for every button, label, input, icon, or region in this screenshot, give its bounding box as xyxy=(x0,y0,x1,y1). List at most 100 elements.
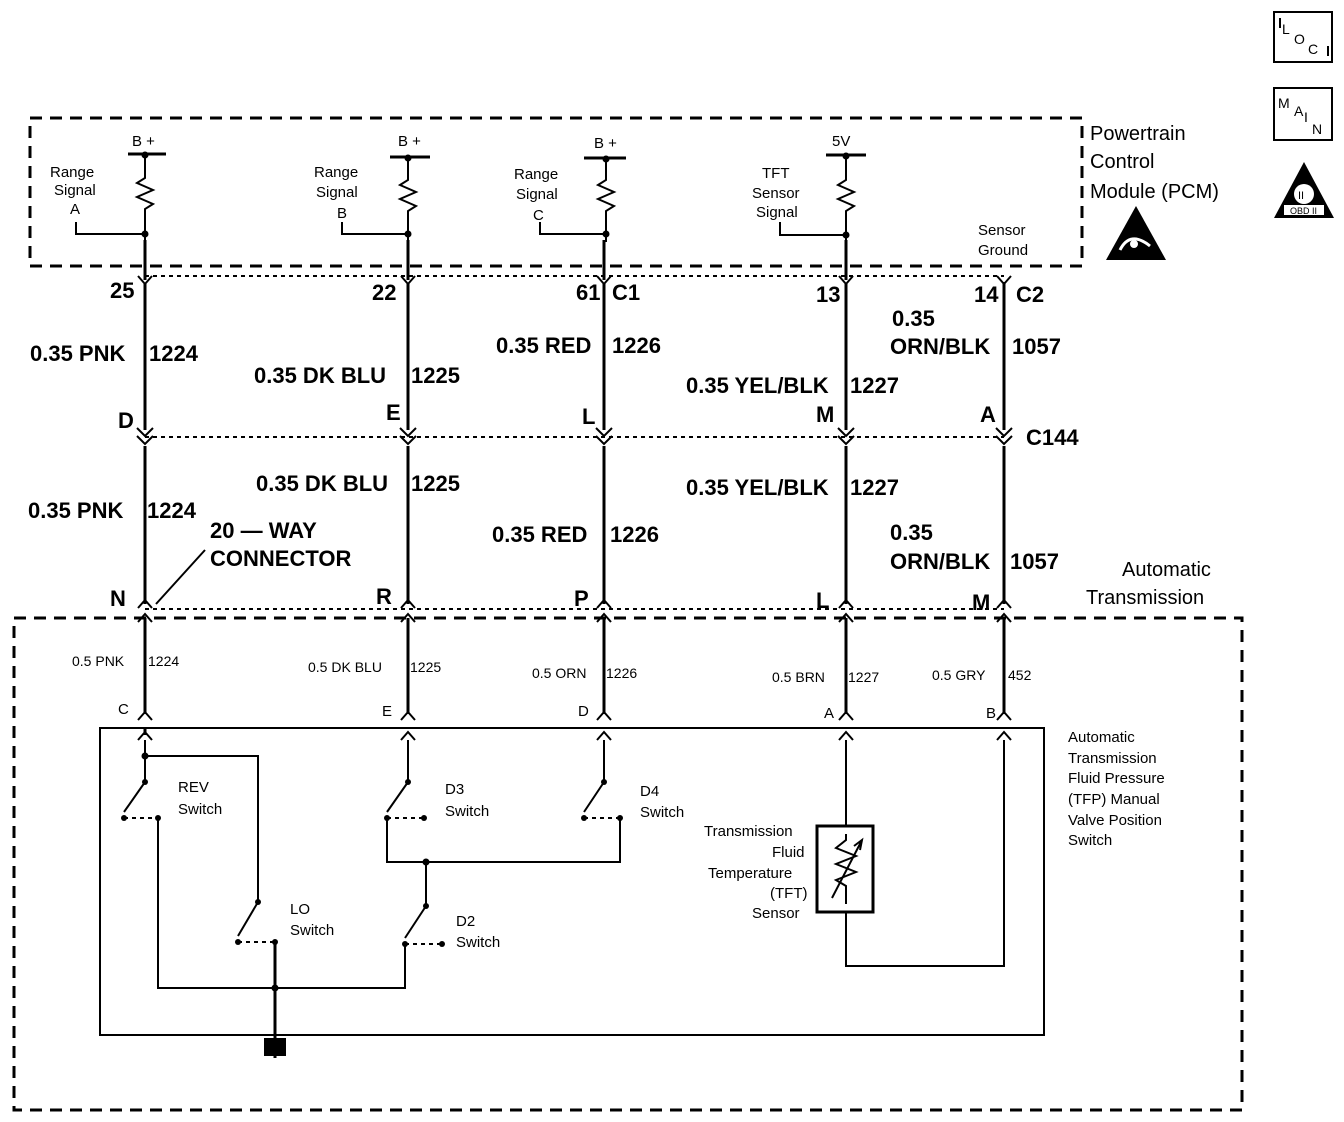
svg-text:1227: 1227 xyxy=(850,373,899,398)
svg-text:Signal: Signal xyxy=(756,204,798,221)
svg-text:61: 61 xyxy=(576,280,600,305)
svg-text:0.5 BRN: 0.5 BRN xyxy=(772,669,825,685)
svg-text:Valve Position: Valve Position xyxy=(1068,812,1162,829)
svg-text:ORN/BLK: ORN/BLK xyxy=(890,334,990,359)
svg-text:Automatic: Automatic xyxy=(1068,729,1135,746)
svg-text:Fluid Pressure: Fluid Pressure xyxy=(1068,770,1165,787)
svg-text:0.35 YEL/BLK: 0.35 YEL/BLK xyxy=(686,475,829,500)
twenty-way-connector-label: 20 — WAY CONNECTOR xyxy=(155,518,351,605)
svg-text:Transmission: Transmission xyxy=(1068,750,1157,767)
svg-text:I: I xyxy=(1304,109,1308,125)
svg-text:Switch: Switch xyxy=(1068,832,1112,849)
svg-text:1226: 1226 xyxy=(610,522,659,547)
svg-text:1225: 1225 xyxy=(410,659,441,675)
svg-text:Switch: Switch xyxy=(456,934,500,951)
svg-text:B: B xyxy=(337,205,347,222)
svg-text:0.35: 0.35 xyxy=(892,306,935,331)
svg-text:A: A xyxy=(980,402,996,427)
svg-text:LO: LO xyxy=(290,901,310,918)
range-signal-a-circuit: B + Range Signal A xyxy=(50,133,166,242)
svg-text:C1: C1 xyxy=(612,280,640,305)
svg-text:Sensor: Sensor xyxy=(752,185,800,202)
svg-text:Automatic: Automatic xyxy=(1122,559,1211,581)
svg-text:0.5 DK BLU: 0.5 DK BLU xyxy=(308,659,382,675)
c144-pin-labels: D E L M A C144 xyxy=(118,400,1079,450)
svg-text:1226: 1226 xyxy=(612,333,661,358)
svg-text:O: O xyxy=(1294,31,1305,47)
svg-text:II: II xyxy=(1298,190,1304,202)
svg-text:Sensor: Sensor xyxy=(752,905,800,922)
svg-text:13: 13 xyxy=(816,282,840,307)
svg-text:M: M xyxy=(816,402,834,427)
svg-text:N: N xyxy=(1312,121,1322,137)
svg-text:Transmission: Transmission xyxy=(1086,587,1204,609)
obd-ii-icon[interactable]: II OBD II xyxy=(1274,162,1334,218)
sensor-ground-label: Sensor Ground xyxy=(978,222,1028,259)
twenty-way-pin-labels: N R P L M xyxy=(110,584,990,615)
svg-text:A: A xyxy=(70,201,80,218)
svg-text:0.5 PNK: 0.5 PNK xyxy=(72,653,125,669)
svg-text:Switch: Switch xyxy=(640,804,684,821)
svg-text:0.35 RED: 0.35 RED xyxy=(496,333,591,358)
loc-icon[interactable]: LOC xyxy=(1273,11,1333,63)
svg-text:D3: D3 xyxy=(445,781,464,798)
svg-text:1057: 1057 xyxy=(1010,549,1059,574)
svg-text:C: C xyxy=(118,701,129,718)
svg-text:E: E xyxy=(386,400,401,425)
svg-text:0.5 ORN: 0.5 ORN xyxy=(532,665,586,681)
svg-text:0.35 DK BLU: 0.35 DK BLU xyxy=(256,471,388,496)
pcm-title: Powertrain Control Module (PCM) xyxy=(1090,123,1219,203)
tfp-terminals xyxy=(137,710,1012,741)
svg-text:1226: 1226 xyxy=(606,665,637,681)
svg-text:C: C xyxy=(533,207,544,224)
svg-text:(TFT): (TFT) xyxy=(770,885,807,902)
svg-text:ORN/BLK: ORN/BLK xyxy=(890,549,990,574)
pcm-boundary xyxy=(28,116,1084,268)
lower-wire-labels: 0.5 PNK 1224 0.5 DK BLU 1225 0.5 ORN 122… xyxy=(72,653,1032,685)
svg-text:0.35 PNK: 0.35 PNK xyxy=(28,498,123,523)
transmission-boundary xyxy=(12,616,1244,1112)
svg-text:Range: Range xyxy=(514,166,558,183)
upper-wire-labels: 0.35 PNK 1224 0.35 DK BLU 1225 0.35 RED … xyxy=(30,306,1061,398)
svg-text:A: A xyxy=(1294,103,1304,119)
svg-text:0.35 DK BLU: 0.35 DK BLU xyxy=(254,363,386,388)
svg-text:Range: Range xyxy=(314,164,358,181)
svg-text:Range: Range xyxy=(50,164,94,181)
tfp-switch-box xyxy=(99,727,1045,1036)
svg-text:C144: C144 xyxy=(1026,425,1079,450)
svg-text:1227: 1227 xyxy=(850,475,899,500)
d3-switch: D3 Switch xyxy=(384,740,489,821)
svg-text:C: C xyxy=(1308,41,1318,57)
svg-text:R: R xyxy=(376,584,392,609)
d2-switch: D2 Switch xyxy=(402,862,500,951)
svg-text:L: L xyxy=(816,588,829,613)
svg-text:Temperature: Temperature xyxy=(708,865,792,882)
svg-text:L: L xyxy=(1282,21,1290,37)
svg-text:20 — WAY: 20 — WAY xyxy=(210,518,317,543)
middle-wire-labels: 0.35 PNK 1224 0.35 DK BLU 1225 0.35 RED … xyxy=(28,471,1059,574)
svg-text:Switch: Switch xyxy=(445,803,489,820)
svg-text:1224: 1224 xyxy=(149,341,199,366)
svg-text:Transmission: Transmission xyxy=(704,823,793,840)
svg-text:REV: REV xyxy=(178,779,209,796)
svg-text:452: 452 xyxy=(1008,667,1032,683)
svg-text:Signal: Signal xyxy=(54,182,96,199)
svg-text:14: 14 xyxy=(974,282,999,307)
svg-text:0.35 PNK: 0.35 PNK xyxy=(30,341,125,366)
svg-text:1057: 1057 xyxy=(1012,334,1061,359)
svg-text:Module (PCM): Module (PCM) xyxy=(1090,181,1219,203)
svg-text:0.35 YEL/BLK: 0.35 YEL/BLK xyxy=(686,373,829,398)
svg-text:D: D xyxy=(118,408,134,433)
pcm-terminals xyxy=(137,275,1012,286)
c144-terminals xyxy=(136,427,1013,446)
svg-text:Signal: Signal xyxy=(316,184,358,201)
svg-text:Powertrain: Powertrain xyxy=(1090,123,1186,145)
svg-text:CONNECTOR: CONNECTOR xyxy=(210,546,351,571)
svg-text:TFT: TFT xyxy=(762,165,790,182)
svg-text:B +: B + xyxy=(398,133,421,150)
svg-text:B +: B + xyxy=(132,133,155,150)
lo-switch: LO Switch xyxy=(235,899,334,945)
svg-text:Signal: Signal xyxy=(516,186,558,203)
svg-text:5V: 5V xyxy=(832,133,850,150)
